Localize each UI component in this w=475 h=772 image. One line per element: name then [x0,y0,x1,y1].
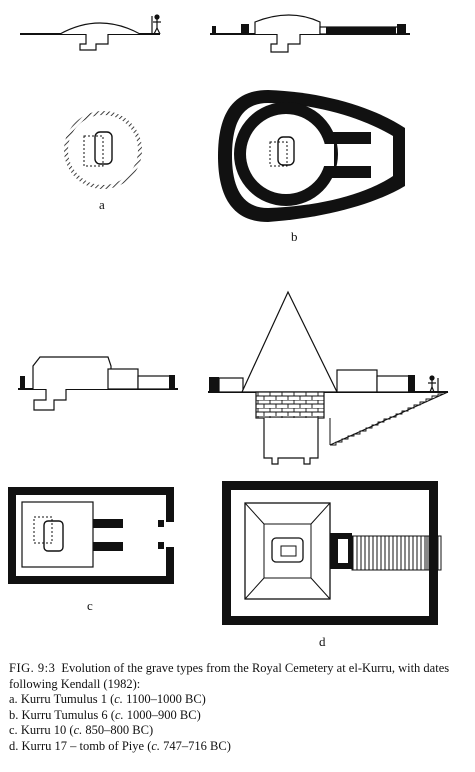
section-d [208,290,449,465]
section-a [20,14,161,51]
caption-item-c: c. Kurru 10 (c. 850–800 BC) [9,723,154,737]
plan-d [222,481,442,625]
label-d: d [319,634,326,649]
caption-title: Evolution of the grave types from the Ro… [9,661,450,691]
figure-number: FIG. 9:3 [9,661,56,675]
caption-item-a: a. Kurru Tumulus 1 (c. 1100–1000 BC) [9,692,206,706]
plan-c [8,487,176,584]
caption-item-d: d. Kurru 17 – tomb of Piye (c. 747–716 B… [9,738,231,753]
caption-item-b: b. Kurru Tumulus 6 (c. 1000–900 BC) [9,707,201,722]
section-b [210,14,410,53]
plan-a [64,111,142,189]
caption-list: a. Kurru Tumulus 1 (c. 1100–1000 BC) b. … [9,692,469,754]
section-c [18,356,178,411]
label-c: c [87,598,93,613]
label-b: b [291,229,298,244]
plan-b [218,90,405,222]
label-a: a [99,197,105,212]
